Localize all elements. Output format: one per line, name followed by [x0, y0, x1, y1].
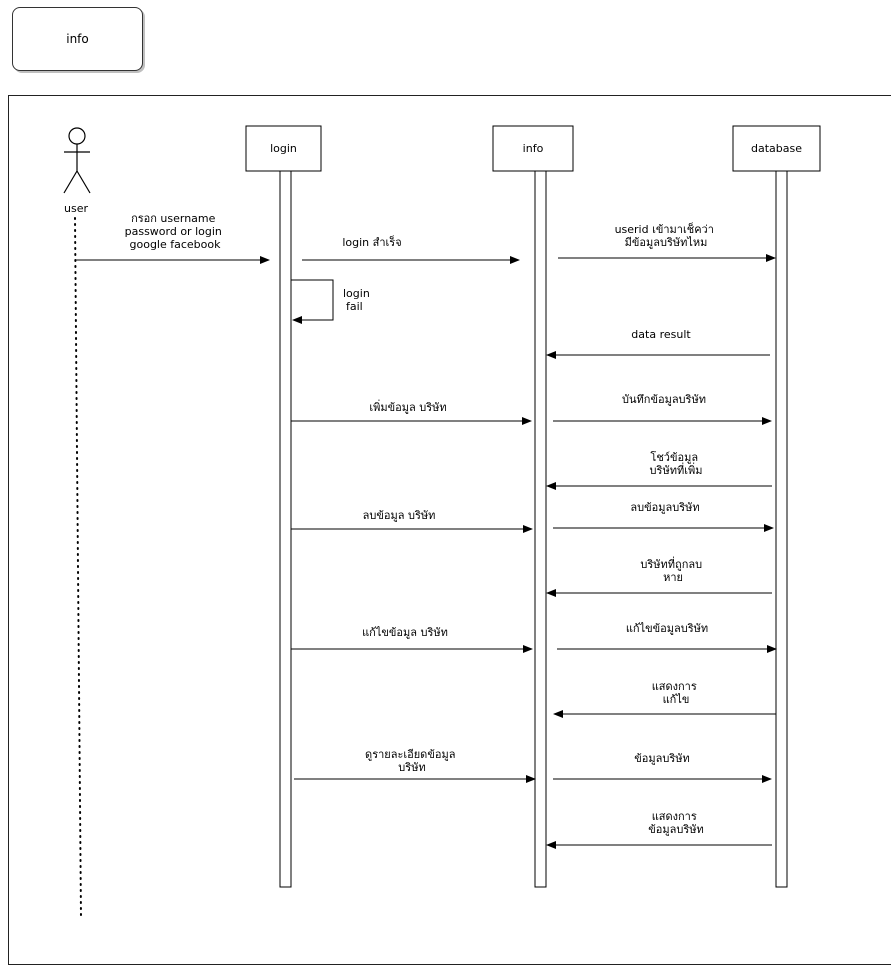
- actor-head: [68, 127, 86, 145]
- message-label-m1-line-3: google facebook: [130, 238, 222, 251]
- message-label-m1-line-2: password or login: [125, 225, 222, 238]
- message-arrow-m4: [291, 279, 334, 324]
- message-label-m1-line-1: กรอก username: [131, 212, 216, 225]
- lifeline-bar-info: [534, 170, 547, 888]
- message-label-m5-line-1: data result: [631, 328, 691, 341]
- message-label-m1: กรอก username password or login google f…: [125, 212, 226, 251]
- message-label-m16-line-1: ข้อมูลบริษัท: [634, 752, 690, 765]
- message-label-m16: ข้อมูลบริษัท: [634, 752, 690, 765]
- diagram-tab-label[interactable]: info: [12, 7, 143, 71]
- message-label-m14-line-2: แก้ไข: [663, 693, 690, 706]
- message-label-m14-line-1: แสดงการ: [652, 680, 697, 693]
- message-label-m2: login สำเร็จ: [342, 235, 401, 249]
- actor-right-leg: [76, 170, 91, 194]
- message-label-m7-line-1: บันทึกข้อมูลบริษัท: [622, 393, 706, 406]
- message-label-m2-line-1: login สำเร็จ: [342, 235, 401, 249]
- message-label-m3-line-2: มีข้อมูลบริษัทไหม: [625, 236, 708, 249]
- message-label-m7: บันทึกข้อมูลบริษัท: [622, 393, 706, 406]
- message-label-m4: login fail: [343, 287, 373, 313]
- message-label-m17: แสดงการ ข้อมูลบริษัท: [648, 810, 704, 836]
- participant-box-login: [245, 125, 322, 172]
- message-label-m17-line-2: ข้อมูลบริษัท: [648, 823, 704, 836]
- message-label-m8-line-2: บริษัทที่เพิ่ม: [650, 462, 703, 477]
- message-label-m15-line-1: ดูรายละเอียดข้อมูล: [365, 748, 455, 761]
- message-label-m4-line-2: fail: [346, 300, 363, 313]
- message-label-m10-line-1: ลบข้อมูลบริษัท: [630, 501, 699, 514]
- message-label-m9-line-1: ลบข้อมูล บริษัท: [363, 509, 436, 522]
- message-label-m3-line-1: userid เข้ามาเช็คว่า: [615, 222, 714, 236]
- lifeline-bar-database: [775, 170, 788, 888]
- message-label-m13-line-1: แก้ไขข้อมูลบริษัท: [626, 622, 708, 635]
- message-label-m6: เพิ่มข้อมูล บริษัท: [369, 399, 446, 414]
- participant-database: database: [732, 125, 821, 888]
- actor-label: user: [64, 202, 88, 215]
- participant-info: info: [492, 125, 574, 888]
- participant-login: login: [245, 125, 322, 888]
- message-label-m12-line-1: แก้ไขข้อมูล บริษัท: [362, 626, 448, 639]
- message-label-m14: แสดงการ แก้ไข: [652, 680, 701, 706]
- message-label-m13: แก้ไขข้อมูลบริษัท: [626, 622, 708, 635]
- participant-label-database: database: [751, 142, 802, 155]
- message-label-m11-line-2: หาย: [663, 571, 683, 584]
- message-label-m9: ลบข้อมูล บริษัท: [363, 509, 436, 522]
- message-label-m4-line-1: login: [343, 287, 370, 300]
- message-label-m11: บริษัทที่ถูกลบ หาย: [640, 556, 705, 584]
- message-label-m10: ลบข้อมูลบริษัท: [630, 501, 699, 514]
- message-label-m15: ดูรายละเอียดข้อมูล บริษัท: [365, 748, 459, 774]
- message-label-m15-line-2: บริษัท: [398, 761, 425, 774]
- message-label-m12: แก้ไขข้อมูล บริษัท: [362, 626, 448, 639]
- participant-label-login: login: [270, 142, 297, 155]
- user-lifeline: [74, 217, 82, 919]
- user-actor: user: [63, 127, 91, 215]
- message-label-m3: userid เข้ามาเช็คว่า มีข้อมูลบริษัทไหม: [615, 222, 718, 249]
- message-label-m6-line-1: เพิ่มข้อมูล บริษัท: [369, 399, 446, 414]
- participant-label-info: info: [523, 142, 544, 155]
- message-label-m17-line-1: แสดงการ: [652, 810, 697, 823]
- message-label-m5: data result: [631, 328, 691, 341]
- lifeline-bar-login: [279, 170, 292, 888]
- participant-box-info: [492, 125, 574, 172]
- actor-left-leg: [63, 170, 78, 194]
- message-label-m11-line-1: บริษัทที่ถูกลบ: [640, 556, 702, 571]
- message-label-m8: โชว์ข้อมูล บริษัทที่เพิ่ม: [650, 450, 703, 477]
- message-label-m8-line-1: โชว์ข้อมูล: [650, 450, 698, 464]
